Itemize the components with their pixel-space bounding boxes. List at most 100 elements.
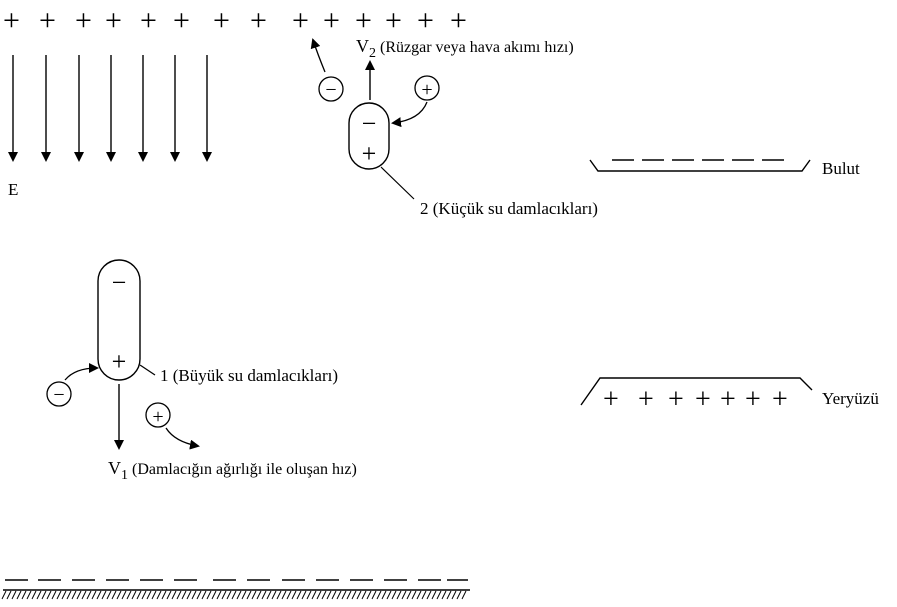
- plus-sign: +: [355, 4, 372, 37]
- hatch-mark: [306, 590, 312, 600]
- hatch-mark: [286, 590, 292, 600]
- v2-subscript: 2: [369, 46, 376, 61]
- plus-sign: +: [362, 139, 377, 168]
- hatch-mark: [281, 590, 287, 600]
- positive-ion: [414, 75, 440, 101]
- field-label: E: [8, 180, 18, 199]
- v1-description: (Damlacığın ağırlığı ile oluşan hız): [132, 461, 357, 478]
- hatch-mark: [451, 590, 457, 600]
- plus-sign: +: [638, 384, 654, 415]
- hatch-mark: [361, 590, 367, 600]
- hatch-mark: [226, 590, 232, 600]
- hatch-mark: [26, 590, 32, 600]
- large-droplet-label: 1 (Büyük su damlacıkları): [160, 366, 338, 385]
- hatch-mark: [376, 590, 382, 600]
- hatch-mark: [66, 590, 72, 600]
- negative-ion-arrow: [310, 38, 326, 73]
- hatch-mark: [121, 590, 127, 600]
- plus-sign: +: [173, 4, 190, 37]
- minus-sign: −: [362, 109, 377, 138]
- plus-sign: +: [140, 4, 157, 37]
- hatch-mark: [156, 590, 162, 600]
- positive-ion: [145, 402, 171, 428]
- plus-sign: +: [75, 4, 92, 37]
- hatch-mark: [441, 590, 447, 600]
- small-droplet-outline: [348, 102, 390, 170]
- hatch-mark: [151, 590, 157, 600]
- cloud-label: Bulut: [822, 159, 860, 178]
- hatch-mark: [196, 590, 202, 600]
- hatch-mark: [61, 590, 67, 600]
- large-droplet-leader: [139, 364, 156, 376]
- hatch-mark: [301, 590, 307, 600]
- hatch-mark: [231, 590, 237, 600]
- hatch-mark: [96, 590, 102, 600]
- negative-ion: [46, 381, 72, 407]
- v1-symbol: V: [108, 458, 121, 478]
- hatch-mark: [16, 590, 22, 600]
- hatch-mark: [1, 590, 7, 600]
- hatch-mark: [81, 590, 87, 600]
- hatch-mark: [431, 590, 437, 600]
- minus-sign: −: [325, 79, 336, 101]
- ground-bracket: [580, 377, 813, 406]
- hatch-mark: [436, 590, 442, 600]
- hatch-mark: [41, 590, 47, 600]
- plus-sign: +: [417, 4, 434, 37]
- hatch-mark: [416, 590, 422, 600]
- hatch-mark: [206, 590, 212, 600]
- hatch-mark: [371, 590, 377, 600]
- hatch-mark: [461, 590, 467, 600]
- hatch-mark: [86, 590, 92, 600]
- v2-label: V2(Rüzgar veya hava akımı hızı): [356, 36, 574, 61]
- hatch-mark: [311, 590, 317, 600]
- hatch-mark: [246, 590, 252, 600]
- ground-hatching: [1, 590, 467, 600]
- hatch-mark: [291, 590, 297, 600]
- hatch-mark: [166, 590, 172, 600]
- large-droplet: − +: [97, 259, 141, 381]
- ground-label: Yeryüzü: [822, 389, 879, 408]
- hatch-mark: [391, 590, 397, 600]
- hatch-mark: [201, 590, 207, 600]
- hatch-mark: [321, 590, 327, 600]
- hatch-mark: [381, 590, 387, 600]
- hatch-mark: [316, 590, 322, 600]
- hatch-mark: [131, 590, 137, 600]
- small-droplet-label: 2 (Küçük su damlacıkları): [420, 199, 598, 218]
- cloud-bracket: [589, 159, 811, 172]
- hatch-mark: [241, 590, 247, 600]
- hatch-mark: [336, 590, 342, 600]
- v2-description: (Rüzgar veya hava akımı hızı): [380, 39, 574, 56]
- plus-sign: +: [3, 4, 20, 37]
- hatch-mark: [366, 590, 372, 600]
- hatch-mark: [221, 590, 227, 600]
- hatch-mark: [146, 590, 152, 600]
- plus-sign: +: [105, 4, 122, 37]
- hatch-mark: [31, 590, 37, 600]
- hatch-mark: [426, 590, 432, 600]
- hatch-mark: [346, 590, 352, 600]
- plus-sign: +: [250, 4, 267, 37]
- ground-symbol: + + + + + + +: [580, 377, 813, 415]
- hatch-mark: [406, 590, 412, 600]
- hatch-mark: [401, 590, 407, 600]
- minus-sign: −: [53, 384, 64, 406]
- hatch-mark: [106, 590, 112, 600]
- hatch-mark: [141, 590, 147, 600]
- hatch-mark: [216, 590, 222, 600]
- hatch-mark: [356, 590, 362, 600]
- small-droplet: − +: [348, 102, 390, 170]
- large-droplet-outline: [97, 259, 141, 381]
- hatch-mark: [56, 590, 62, 600]
- hatch-mark: [101, 590, 107, 600]
- v1-subscript: 1: [121, 468, 128, 483]
- hatch-mark: [396, 590, 402, 600]
- hatch-mark: [341, 590, 347, 600]
- hatch-mark: [71, 590, 77, 600]
- hatch-mark: [191, 590, 197, 600]
- hatch-mark: [46, 590, 52, 600]
- hatch-mark: [186, 590, 192, 600]
